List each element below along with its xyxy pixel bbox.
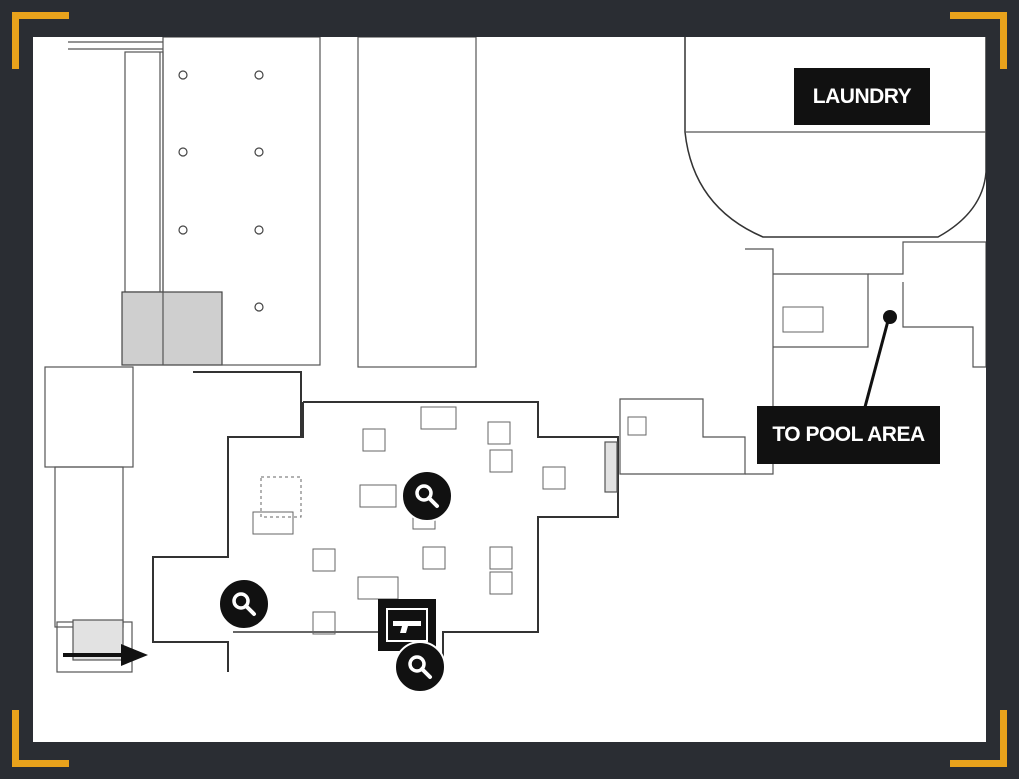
pistol-icon (386, 608, 428, 642)
corner-accent-bottom-left (12, 710, 69, 767)
laundry-label-text: LAUNDRY (812, 84, 912, 108)
floor-plan-drawing (44, 37, 986, 677)
magnifier-icon (415, 484, 439, 508)
pool-area-label[interactable]: TO POOL AREA (757, 406, 940, 464)
search-marker-2[interactable] (218, 578, 270, 630)
magnifier-icon (408, 655, 432, 679)
magnifier-icon (232, 592, 256, 616)
search-marker-3[interactable] (394, 641, 446, 693)
entry-arrow-icon (63, 644, 148, 666)
pool-area-label-text: TO POOL AREA (772, 423, 925, 446)
corner-accent-top-right (950, 12, 1007, 69)
laundry-label: LAUNDRY (794, 68, 930, 125)
corner-accent-bottom-right (950, 710, 1007, 767)
floor-plan[interactable]: LAUNDRY TO POOL AREA (33, 37, 986, 742)
search-marker-1[interactable] (401, 470, 453, 522)
corner-accent-top-left (12, 12, 69, 69)
